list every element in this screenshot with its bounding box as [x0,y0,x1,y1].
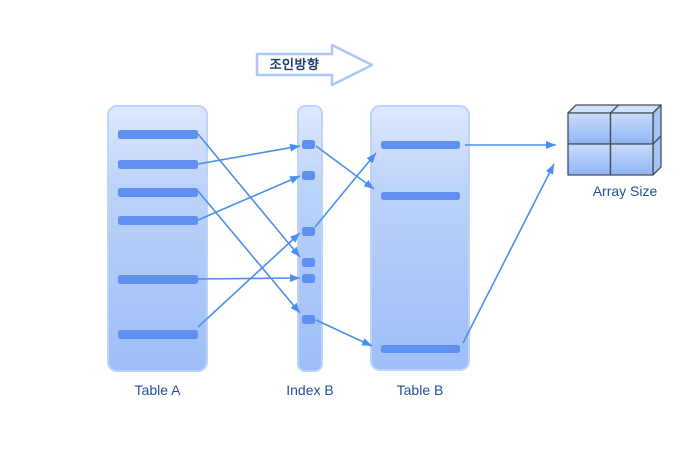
index-b-row [302,257,315,267]
array-size-label: Array Size [592,183,658,199]
table-a-row [118,329,198,339]
join-direction-arrow: 조인방향 [255,43,377,87]
array-size-grid [567,104,662,176]
table-a-row [118,159,198,169]
table-a-row [118,129,198,139]
index-entry1-to-table-b-row2 [315,145,375,190]
index-b-row [302,226,315,236]
table-a-row [118,215,198,225]
table-b-panel [370,105,470,371]
join-direction-label: 조인방향 [269,57,320,72]
index-b-row [302,139,315,149]
index-b-label: Index B [286,382,334,398]
table-b-row3-to-array [462,163,555,344]
table-a-row1-to-index-entry4 [197,133,301,258]
table-a-row2-to-index-entry1 [197,143,301,165]
table-a-row [118,187,198,197]
table-a-row5-to-index-entry5 [197,274,301,283]
table-b-row [381,192,460,200]
table-b-row [381,345,460,353]
table-a-row [118,274,198,284]
block-arrow-right-icon [255,43,374,87]
index-entry6-to-table-b-row3 [315,319,373,347]
table-a-panel [107,105,208,372]
table-b-label: Table B [396,382,444,398]
index-b-row [302,170,315,180]
index-b-row [302,314,315,324]
table-a-row3-to-index-entry6 [197,190,301,314]
table-a-row4-to-index-entry2 [197,175,301,221]
table-a-label: Table A [134,382,181,398]
index-entry3-to-table-b-row1 [314,152,377,228]
table-b-row [381,141,460,149]
index-b-panel [297,105,323,372]
index-b-row [302,273,315,283]
table-a-row6-to-index-entry3 [197,232,301,328]
